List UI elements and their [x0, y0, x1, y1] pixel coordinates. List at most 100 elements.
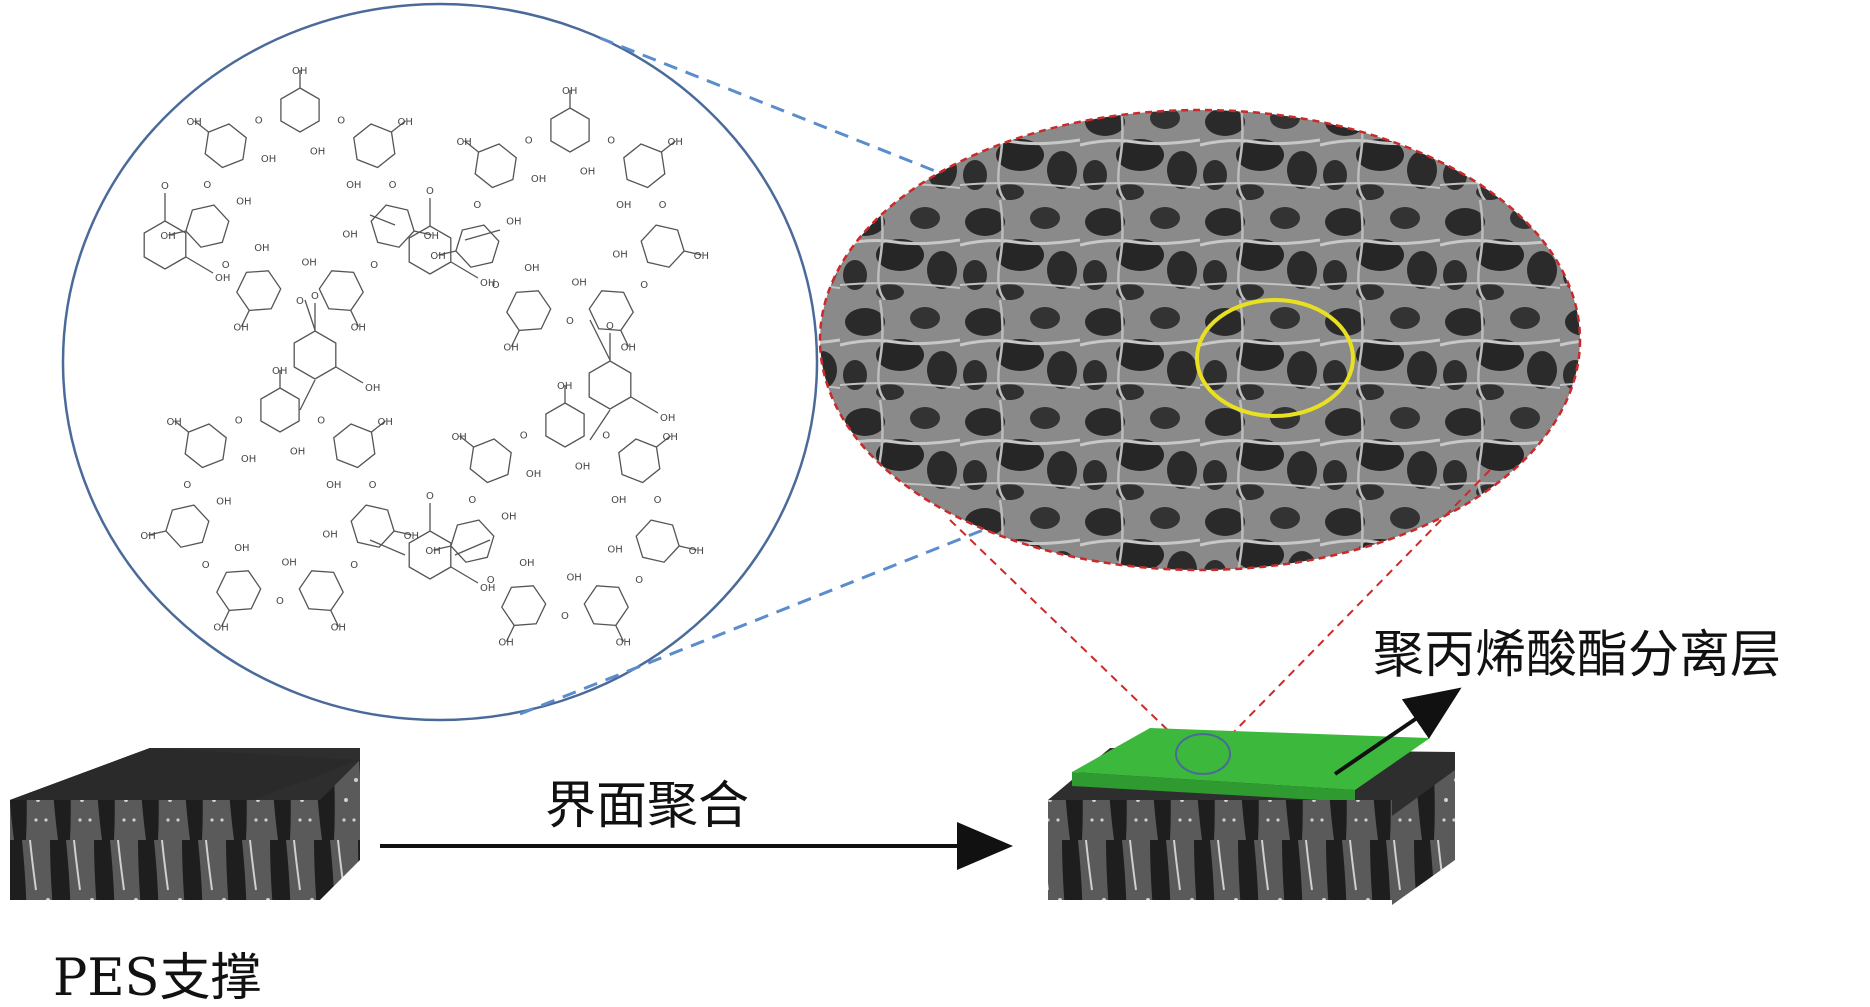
sem-image-border — [818, 108, 1582, 572]
benzene-linker-3 — [588, 360, 632, 410]
chem-label-87: OH — [215, 273, 230, 284]
benzene-linker-2 — [293, 330, 337, 380]
chem-label-79: OH — [501, 512, 516, 523]
chem-label-1: OH — [310, 147, 325, 158]
chem-label-0: OH — [292, 66, 307, 77]
sem-image-group — [818, 108, 1582, 572]
oh-bond-1-4 — [510, 330, 520, 347]
chem-label-49: OH — [322, 530, 337, 541]
chem-label-23: O — [607, 135, 615, 146]
chem-label-45: OH — [378, 417, 393, 428]
benzene-linker-4 — [408, 530, 452, 580]
chem-label-13: OH — [254, 243, 269, 254]
chem-label-28: OH — [612, 250, 627, 261]
chem-label-2: O — [337, 115, 345, 126]
chem-label-21: OH — [562, 86, 577, 97]
glucose-unit-2-4 — [216, 570, 262, 612]
ester-bond-2 — [335, 366, 364, 384]
chem-label-47: O — [369, 480, 377, 491]
composite-membrane-block — [1048, 728, 1455, 905]
chem-label-7: OH — [342, 230, 357, 241]
label-separation-layer: 聚丙烯酸酯分离层 — [1373, 626, 1781, 685]
chem-label-63: OH — [557, 381, 572, 392]
glucose-unit-3-4 — [501, 585, 547, 627]
chem-label-29: O — [640, 280, 648, 291]
chem-label-32: O — [566, 316, 574, 327]
glucose-unit-0-5 — [185, 204, 230, 248]
chem-label-80: O — [468, 495, 476, 506]
oh-bond-2-5 — [148, 530, 167, 536]
link-2 — [304, 299, 316, 331]
chem-label-61: OH — [241, 454, 256, 465]
chem-label-19: OH — [261, 154, 276, 165]
chem-label-33: OH — [503, 343, 518, 354]
glucose-unit-1-6 — [474, 143, 517, 189]
glucose-unit-0-3 — [318, 270, 364, 312]
composite-front-face — [1048, 800, 1392, 900]
chem-label-84: O — [426, 186, 434, 197]
chem-label-77: O — [487, 575, 495, 586]
oh-bond-2-6 — [174, 420, 189, 433]
chem-label-8: O — [370, 260, 378, 271]
separation-layer — [1072, 728, 1430, 790]
chem-label-57: OH — [140, 531, 155, 542]
chem-label-74: O — [561, 611, 569, 622]
oh-bond-0-1 — [391, 120, 406, 133]
chem-label-75: OH — [498, 638, 513, 649]
chem-label-42: OH — [272, 366, 287, 377]
chem-label-38: O — [473, 200, 481, 211]
composite-side-face — [1392, 770, 1455, 905]
chem-label-48: OH — [404, 531, 419, 542]
chem-label-43: OH — [290, 447, 305, 458]
chem-label-22: OH — [580, 167, 595, 178]
link-1 — [464, 229, 501, 241]
oh-bond-3-4 — [505, 625, 515, 642]
chem-label-16: OH — [236, 197, 251, 208]
chem-label-26: O — [659, 200, 667, 211]
ester-bond-1 — [185, 256, 214, 274]
glucose-unit-0-6 — [204, 123, 247, 169]
chem-label-88: O — [311, 291, 319, 302]
chem-label-36: OH — [430, 251, 445, 262]
glucose-unit-3-6 — [469, 438, 512, 484]
chem-label-67: OH — [611, 495, 626, 506]
chem-label-54: OH — [213, 623, 228, 634]
zoom-line-blue-bottom — [519, 418, 1261, 716]
chem-label-66: OH — [663, 432, 678, 443]
chem-label-53: O — [276, 596, 284, 607]
glucose-unit-3-2 — [635, 519, 680, 563]
chem-label-69: OH — [689, 546, 704, 557]
oh-bond-0-3 — [350, 310, 360, 327]
glucose-unit-0-2 — [370, 204, 415, 248]
link-5 — [369, 539, 406, 556]
chem-label-59: O — [183, 480, 191, 491]
chem-label-10: OH — [301, 257, 316, 268]
layer-pointer-arrow — [1333, 687, 1462, 776]
glucose-unit-1-0 — [550, 107, 590, 153]
chem-label-40: OH — [531, 174, 546, 185]
glucose-unit-2-2 — [350, 504, 395, 548]
ester-bond-4 — [450, 566, 479, 584]
chem-label-58: OH — [216, 497, 231, 508]
chem-label-15: OH — [160, 231, 175, 242]
chem-label-18: OH — [186, 117, 201, 128]
chem-label-27: OH — [694, 251, 709, 262]
glucose-unit-1-1 — [623, 143, 666, 189]
chem-label-12: OH — [233, 323, 248, 334]
glucose-unit-1-4 — [506, 290, 552, 332]
chem-label-20: O — [255, 115, 263, 126]
glucose-unit-0-0 — [280, 87, 320, 133]
chem-label-5: O — [389, 180, 397, 191]
chem-label-92: O — [426, 491, 434, 502]
chem-label-60: OH — [166, 417, 181, 428]
chem-label-78: OH — [425, 546, 440, 557]
oh-bond-0-4 — [240, 310, 250, 327]
molecule-structure-group: OH OH O OH OH O OH OH O OH OH O OH OH O OH OH O OH OH O OH OH O… — [61, 2, 819, 722]
pore-highlight-circle — [1195, 298, 1355, 418]
glucose-unit-3-1 — [618, 438, 661, 484]
oh-bond-1-5 — [438, 250, 457, 256]
glucose-unit-1-5 — [455, 224, 500, 268]
oh-bond-1-1 — [661, 140, 676, 153]
chem-label-76: OH — [519, 558, 534, 569]
